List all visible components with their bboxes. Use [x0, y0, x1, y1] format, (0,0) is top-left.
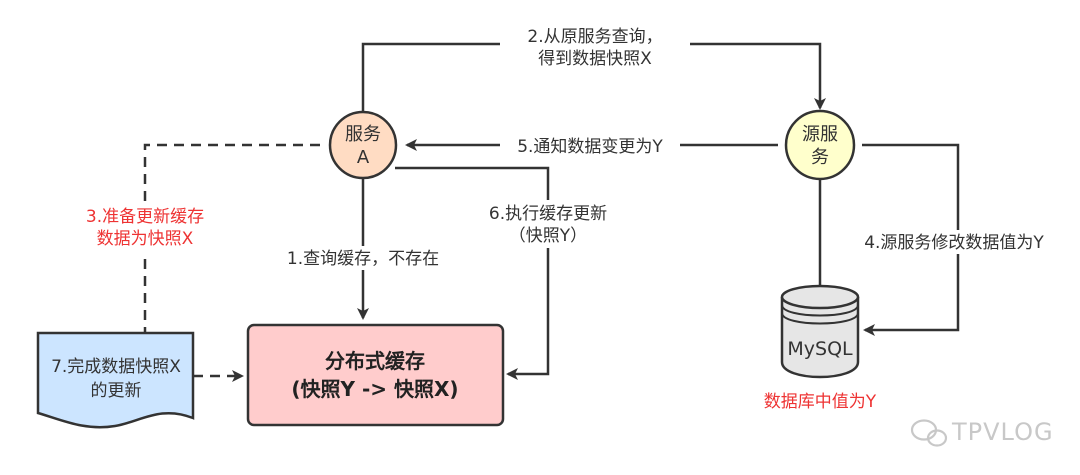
source-service-label-line2: 务 [811, 147, 829, 168]
service-a-label-line2: A [357, 147, 370, 168]
distributed-cache-node: 分布式缓存 (快照Y -> 快照X) [246, 323, 505, 427]
step6-label-line1: 6.执行缓存更新 [489, 204, 607, 224]
step3-label-line1: 3.准备更新缓存 [86, 207, 204, 227]
cache-label-line2: (快照Y -> 快照X) [291, 377, 458, 401]
step2-label-line2: 得到数据快照X [538, 49, 652, 69]
document-label-line2: 的更新 [91, 381, 142, 401]
mysql-database-node: MySQL [780, 284, 860, 379]
step2-label-line1: 2.从原服务查询， [527, 27, 662, 47]
service-a-label-line1: 服务 [345, 124, 381, 145]
watermark-text: TPVLOG [951, 418, 1054, 446]
service-a-node: 服务 A [328, 110, 398, 180]
step5-label: 5.通知数据变更为Y [517, 137, 663, 157]
source-service-label-line1: 源服 [802, 124, 838, 145]
step4-label: 4.源服务修改数据值为Y [864, 233, 1044, 253]
step1-label: 1.查询缓存，不存在 [287, 249, 439, 269]
step5-label-bg [500, 133, 680, 157]
edge-step6-line [395, 166, 550, 380]
step1-label-bg [277, 246, 449, 270]
document-label-line1: 7.完成数据快照X [51, 357, 181, 377]
document-node: 7.完成数据快照X 的更新 [36, 331, 195, 429]
edge-step3-dashed-line [143, 143, 320, 333]
step6-label-line2: （快照Y） [509, 226, 587, 246]
cache-label-line1: 分布式缓存 [325, 349, 425, 373]
mysql-label: MySQL [787, 338, 853, 360]
step6-label-bg [475, 200, 621, 248]
database-caption: 数据库中值为Y [764, 392, 877, 412]
step3-label-bg [74, 204, 218, 252]
source-service-node: 源服 务 [784, 109, 856, 181]
step4-label-bg [850, 230, 1058, 254]
wechat-watermark: TPVLOG [910, 418, 1054, 447]
step2-label-bg [500, 22, 690, 70]
wechat-icon [910, 419, 948, 447]
step3-label-line2: 数据为快照X [97, 229, 194, 249]
